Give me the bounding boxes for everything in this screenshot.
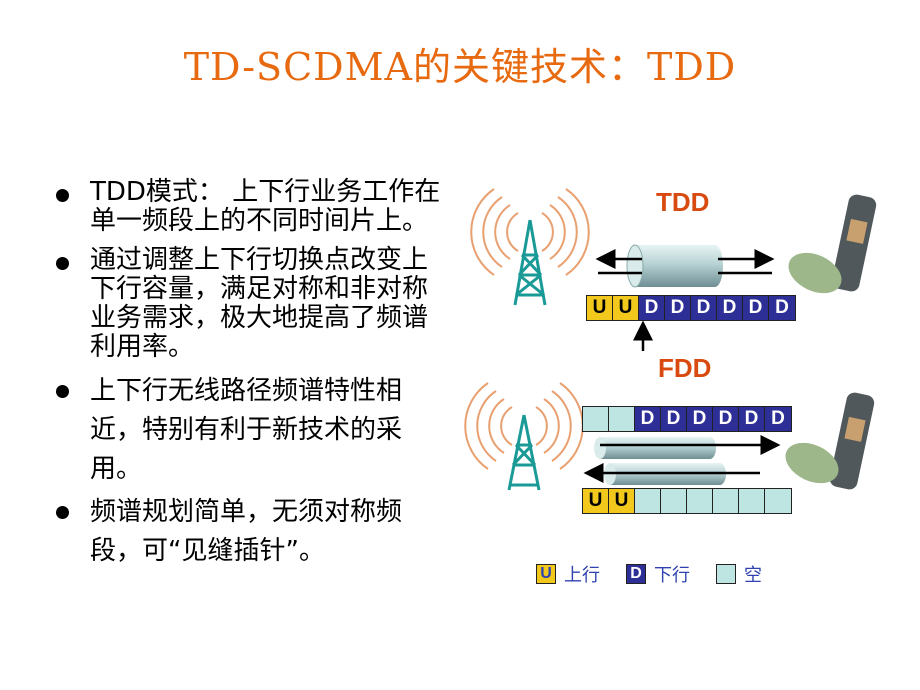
timeslot bbox=[765, 489, 791, 513]
bullet-dot-icon bbox=[56, 506, 69, 519]
legend-downlink-label: 下行 bbox=[654, 565, 690, 586]
bullet-dot-icon bbox=[56, 189, 69, 202]
tdd-tower-icon bbox=[470, 188, 590, 306]
bullet-text: 上下行无线路径频谱特性相近，特别有利于新技术的采用。 bbox=[90, 376, 403, 484]
timeslot: D bbox=[665, 296, 691, 320]
timeslot bbox=[687, 489, 713, 513]
legend-downlink-swatch: D bbox=[626, 564, 646, 584]
timeslot bbox=[635, 489, 661, 513]
timeslot: U bbox=[613, 296, 639, 320]
bullet-item: 上下行无线路径频谱特性相近，特别有利于新技术的采用。 bbox=[52, 372, 452, 489]
timeslot: D bbox=[639, 296, 665, 320]
fdd-arrows bbox=[583, 435, 781, 483]
fdd-tower-icon bbox=[464, 382, 584, 491]
bullet-text: 通过调整上下行切换点改变上下行容量，满足对称和非对称业务需求，极大地提高了频谱利… bbox=[90, 245, 429, 362]
slide-title: TD-SCDMA的关键技术：TDD bbox=[183, 45, 737, 89]
tdd-phone-icon bbox=[788, 194, 877, 294]
timeslot: D bbox=[765, 407, 791, 431]
legend: U 上行 D 下行 空 bbox=[536, 561, 762, 587]
timeslot: D bbox=[713, 407, 739, 431]
bullet-item: 通过调整上下行切换点改变上下行容量，满足对称和非对称业务需求，极大地提高了频谱利… bbox=[52, 246, 452, 362]
timeslot: U bbox=[583, 489, 609, 513]
timeslot: D bbox=[687, 407, 713, 431]
timeslot bbox=[583, 407, 609, 431]
timeslot: D bbox=[661, 407, 687, 431]
timeslot bbox=[609, 407, 635, 431]
bullet-text: 频谱规划简单，无须对称频段，可“见缝插针”。 bbox=[90, 497, 403, 566]
timeslot bbox=[713, 489, 739, 513]
tdd-label: TDD bbox=[656, 187, 710, 217]
bullet-dot-icon bbox=[56, 385, 69, 398]
legend-empty-label: 空 bbox=[744, 565, 762, 586]
timeslot: U bbox=[587, 296, 613, 320]
fdd-downlink-cylinder bbox=[594, 437, 716, 459]
legend-uplink-label: 上行 bbox=[564, 565, 600, 586]
timeslot: D bbox=[635, 407, 661, 431]
timeslot: D bbox=[739, 407, 765, 431]
timeslot: D bbox=[743, 296, 769, 320]
timeslot: D bbox=[691, 296, 717, 320]
tdd-arrows bbox=[595, 249, 775, 351]
bullet-dot-icon bbox=[56, 257, 69, 270]
bullet-list: TDD模式： 上下行业务工作在单一频段上的不同时间片上。 通过调整上下行切换点改… bbox=[52, 178, 452, 575]
timeslot bbox=[739, 489, 765, 513]
timeslot: D bbox=[717, 296, 743, 320]
timeslot bbox=[661, 489, 687, 513]
timeslot: U bbox=[609, 489, 635, 513]
bullet-item: TDD模式： 上下行业务工作在单一频段上的不同时间片上。 bbox=[52, 178, 452, 236]
fdd-label: FDD bbox=[658, 353, 712, 383]
legend-empty-swatch bbox=[716, 564, 736, 584]
bullet-item: 频谱规划简单，无须对称频段，可“见缝插针”。 bbox=[52, 493, 452, 571]
timeslot: D bbox=[769, 296, 795, 320]
diagram-graphics bbox=[464, 188, 877, 491]
fdd-phone-icon bbox=[785, 392, 875, 490]
bullet-text: TDD模式： 上下行业务工作在单一频段上的不同时间片上。 bbox=[90, 177, 441, 236]
tdd-channel-cylinder bbox=[626, 244, 723, 288]
legend-uplink-swatch: U bbox=[536, 564, 556, 584]
